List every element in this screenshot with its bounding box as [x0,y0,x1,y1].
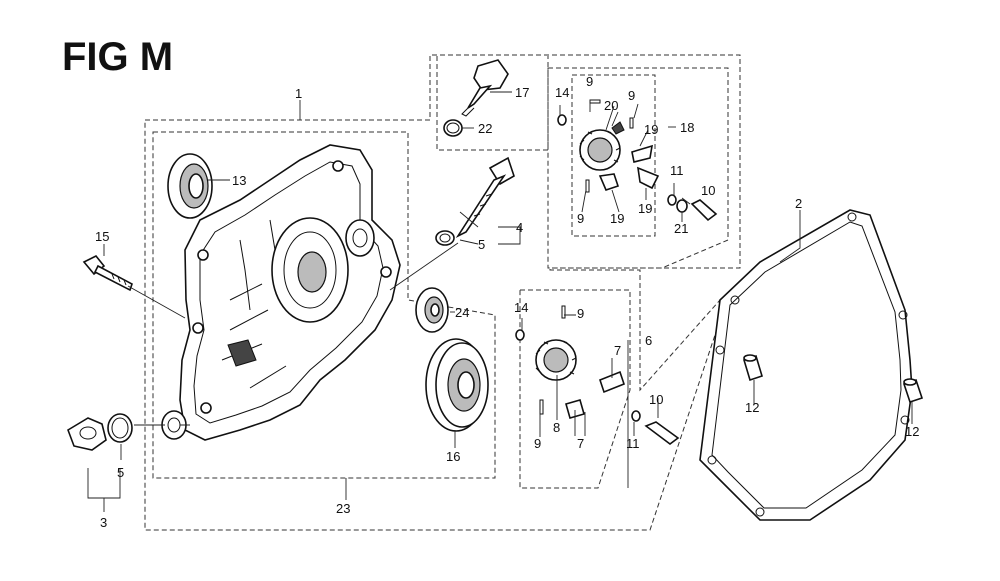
callout-9-bottom-upper: 9 [577,306,584,321]
callout-18: 18 [680,120,694,135]
governor-inner-top-outline [571,74,656,237]
callout-12-right: 12 [905,424,919,439]
callout-4: 4 [516,220,523,235]
callout-13: 13 [232,173,246,188]
callout-5-upper: 5 [478,237,485,252]
crankcase-cover [161,144,401,441]
callout-2: 2 [795,196,802,211]
callout-22: 22 [478,121,492,136]
o-ring-22 [443,119,463,137]
callout-19-top: 19 [644,122,658,137]
callout-7-upper: 7 [614,343,621,358]
callout-16: 16 [446,449,460,464]
leader-lines [87,91,913,512]
oil-sensor-17 [461,59,509,117]
governor-group-bottom-outline [519,289,631,489]
callout-21: 21 [674,221,688,236]
callout-labels: 1 2 3 4 5 5 6 7 7 8 9 9 9 9 9 10 10 11 1… [95,74,919,530]
gasket-2 [699,209,913,521]
callout-8: 8 [553,420,560,435]
callout-9-top-left: 9 [586,74,593,89]
cover-inner-outline [152,131,496,479]
bolt-15 [82,254,133,292]
callout-9-top-lower: 9 [577,211,584,226]
dowel-pin-12a [743,354,763,382]
callout-24: 24 [455,305,469,320]
callout-15: 15 [95,229,109,244]
callout-19-middle: 19 [610,211,624,226]
o-ring-5-upper [435,230,455,246]
bearing-16 [425,338,489,432]
callout-23: 23 [336,501,350,516]
assembly-boxes [144,54,741,531]
callout-11-top: 11 [670,163,684,178]
callout-17: 17 [515,85,529,100]
callout-9-bottom-lower: 9 [534,436,541,451]
sensor-group-outline [436,56,549,151]
o-ring-5-lower [107,413,133,443]
drain-plug-3 [67,417,107,451]
callout-5-lower: 5 [117,465,124,480]
governor-assembly-18 [557,99,718,222]
callout-6: 6 [645,333,652,348]
callout-20: 20 [604,98,618,113]
callout-11-bottom: 11 [626,436,640,451]
oil-seal-13 [167,153,213,219]
callout-14-bottom: 14 [514,300,528,315]
callout-3: 3 [100,515,107,530]
governor-group-top-outline [547,67,729,269]
callout-7-lower: 7 [577,436,584,451]
figure-title: FIG M [62,35,173,79]
callout-10-top: 10 [701,183,715,198]
callout-1: 1 [295,86,302,101]
dipstick-4 [455,156,515,239]
crankcase-cover-group-outline [144,54,741,531]
callout-9-top-right: 9 [628,88,635,103]
callout-19-right: 19 [638,201,652,216]
callout-10-bottom: 10 [649,392,663,407]
dowel-pin-12b [902,378,924,404]
callout-14-top: 14 [555,85,569,100]
callout-12-left: 12 [745,400,759,415]
bearing-24 [415,287,449,333]
governor-assembly-6 [515,305,680,445]
